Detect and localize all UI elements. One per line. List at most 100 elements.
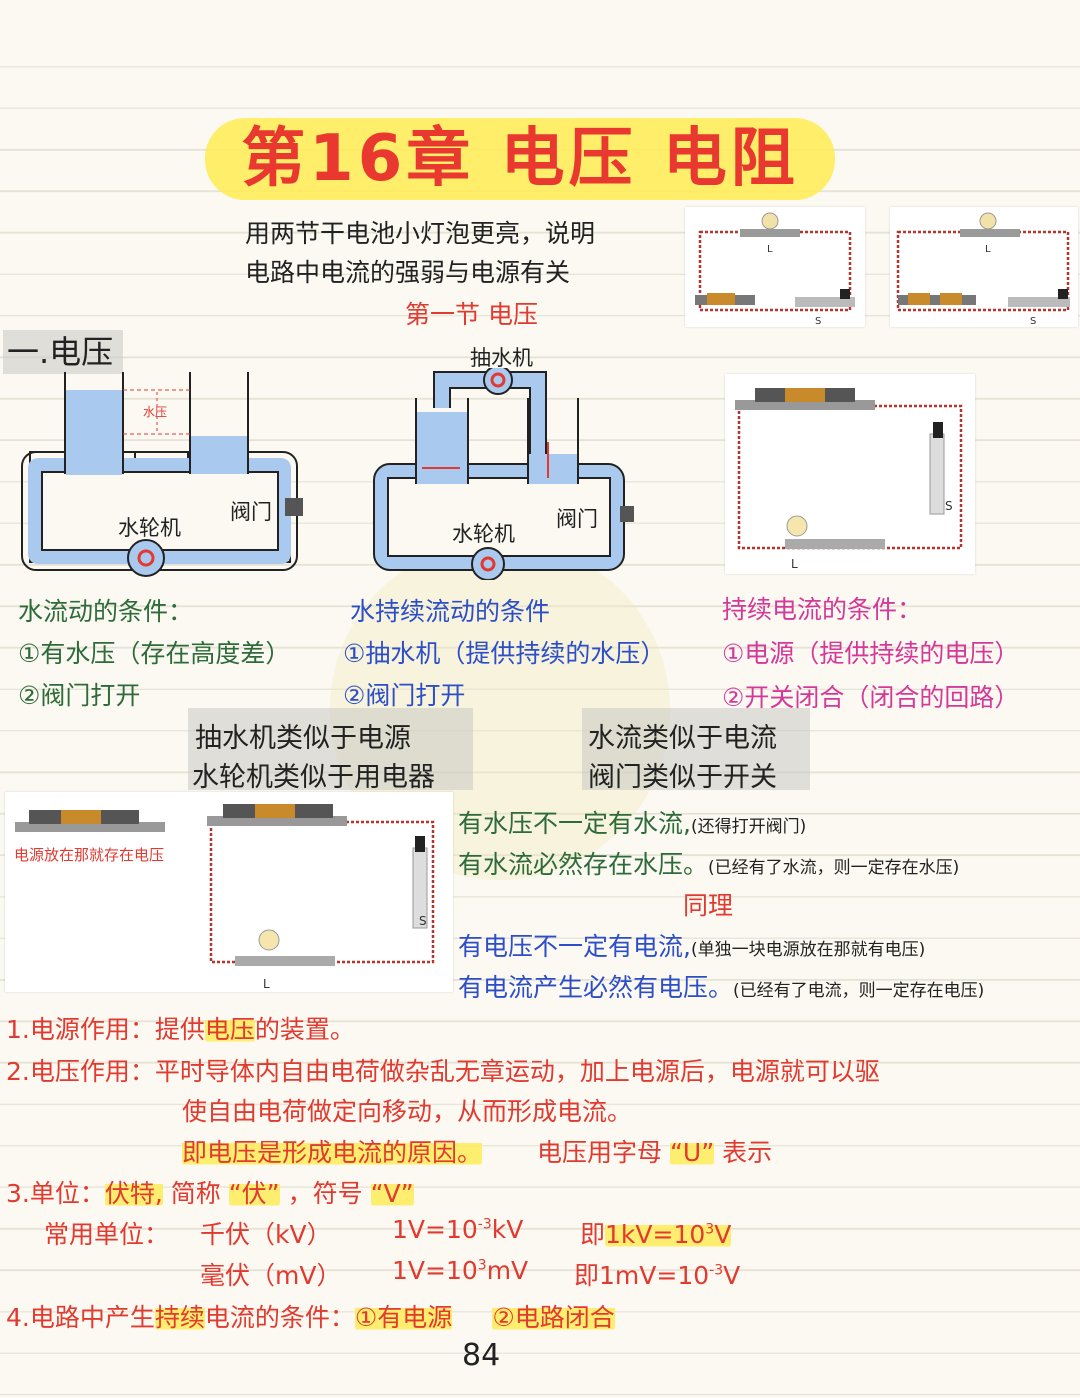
- circuit-photo-switch: S L: [725, 374, 975, 574]
- point-2: 2.电压作用：平时导体内自由电荷做杂乱无章运动，加上电源后，电源就可以驱: [6, 1052, 880, 1088]
- unit-kv-conv-a: 即: [580, 1220, 606, 1249]
- green-condition-item-2: ②阀门打开: [18, 681, 141, 710]
- valve-label-right: 阀门: [556, 507, 598, 531]
- statement-3: 有电压不一定有电流,(单独一块电源放在那就有电压): [458, 927, 925, 963]
- point-3-d: ，符号: [287, 1179, 363, 1208]
- analogy-box-right: [582, 708, 810, 790]
- switch-label: S: [815, 316, 821, 327]
- unit-kv-equation: 1V=10-3kV: [392, 1215, 523, 1244]
- valve-label-left: 阀门: [230, 500, 272, 524]
- unit-mv-eq-exp: 3: [477, 1257, 487, 1274]
- pink-condition-item-2: ②开关闭合（闭合的回路）: [722, 683, 1020, 712]
- point-4-a: 持续: [154, 1303, 205, 1332]
- point-2-f: 表示: [722, 1138, 773, 1167]
- unit-kv-eq-a: 1V=10: [392, 1215, 478, 1244]
- unit-kv-conversion: 即1kV=103V: [580, 1215, 732, 1251]
- point-4-b: 电流的条件：: [204, 1303, 355, 1332]
- statement-2-main: 有水流必然存在水压。: [458, 850, 709, 879]
- unit-mv-conv-a: 即: [574, 1261, 600, 1290]
- switch-label: S: [1030, 316, 1036, 327]
- unit-mv-conv-c: V: [723, 1261, 741, 1290]
- point-4-c: ①有电源: [354, 1303, 453, 1332]
- switch-label: S: [945, 499, 953, 513]
- point-2-c: 即电压是形成电流的原因。: [182, 1138, 483, 1167]
- point-2-e: “U”: [669, 1138, 715, 1167]
- unit-mv-conv-b: 1mV=10: [599, 1261, 710, 1290]
- chapter-title: 第16章 电压 电阻: [205, 118, 835, 200]
- statement-2: 有水流必然存在水压。(已经有了水流，则一定存在水压): [458, 845, 959, 881]
- point-3-c: “伏”: [228, 1179, 280, 1208]
- blue-condition-item-1: ①抽水机（提供持续的水压）: [343, 639, 666, 668]
- pump-label: 抽水机: [470, 346, 533, 370]
- point-3-e: “V”: [370, 1179, 414, 1208]
- unit-kv-eq-b: kV: [491, 1215, 524, 1244]
- unit-mv-eq-a: 1V=10: [392, 1256, 478, 1285]
- statement-2-note: (已经有了水流，则一定存在水压): [708, 858, 960, 878]
- statement-3-main: 有电压不一定有电流,: [458, 932, 691, 961]
- blue-condition-title: 水持续流动的条件: [350, 597, 551, 626]
- point-4-label: 4.电路中产生: [6, 1303, 155, 1332]
- analogy-box-left: [188, 708, 473, 790]
- point-2-label: 2.电压作用：: [6, 1057, 155, 1086]
- lamp-label: L: [985, 244, 991, 255]
- circuit-photo-one-battery: L S: [685, 207, 865, 327]
- statement-1: 有水压不一定有水流,(还得打开阀门): [458, 804, 806, 840]
- statement-4-main: 有电流产生必然有电压。: [458, 973, 734, 1002]
- pink-condition-item-1: ①电源（提供持续的电压）: [722, 639, 1020, 668]
- circuit-photo-two-batteries: L S: [890, 207, 1078, 327]
- point-3-b: 简称: [170, 1179, 221, 1208]
- statement-4-note: (已经有了电流，则一定存在电压): [733, 981, 985, 1001]
- green-condition-title: 水流动的条件：: [18, 597, 194, 626]
- water-pressure-label: 水压: [143, 405, 167, 419]
- intro-line-1: 用两节干电池小灯泡更亮，说明: [245, 219, 596, 248]
- unit-kv-conv-c: V: [714, 1220, 732, 1249]
- point-1-c: 的装置。: [254, 1015, 355, 1044]
- analogy-pump: 抽水机类似于电源: [195, 723, 411, 754]
- point-4-d: ②电路闭合: [492, 1303, 615, 1332]
- units-label: 常用单位：: [44, 1220, 170, 1249]
- lamp-label: L: [791, 557, 798, 571]
- green-condition-item-1: ①有水压（存在高度差）: [18, 639, 291, 668]
- intro-line-2: 电路中电流的强弱与电源有关: [245, 258, 571, 287]
- lamp-label: L: [263, 977, 270, 991]
- point-4: 4.电路中产生持续电流的条件：①有电源 ②电路闭合: [6, 1298, 615, 1334]
- statement-4: 有电流产生必然有电压。(已经有了电流，则一定存在电压): [458, 968, 984, 1004]
- analogy-turbine: 水轮机类似于用电器: [192, 762, 435, 793]
- point-2-d: 电压用字母: [537, 1138, 663, 1167]
- statement-3-note: (单独一块电源放在那就有电压): [690, 940, 926, 960]
- point-1-a: 提供: [154, 1015, 205, 1044]
- unit-kv-conv-highlight: 1kV=103V: [605, 1220, 732, 1249]
- turbine-label-right: 水轮机: [452, 522, 515, 546]
- unit-kv-eq-exp: -3: [477, 1216, 492, 1233]
- analogy-waterflow: 水流类似于电流: [588, 723, 777, 754]
- point-1-label: 1.电源作用：: [6, 1015, 155, 1044]
- pink-condition-title: 持续电流的条件：: [722, 595, 923, 624]
- circuit-photo-open: S L: [5, 792, 453, 992]
- switch-label: S: [419, 914, 427, 928]
- point-1: 1.电源作用：提供电压的装置。: [6, 1010, 355, 1046]
- point-2-a: 平时导体内自由电荷做杂乱无章运动，加上电源后，电源就可以驱: [154, 1057, 880, 1086]
- page-number: 84: [462, 1338, 501, 1373]
- statement-1-main: 有水压不一定有水流,: [458, 809, 691, 838]
- turbine-label-left: 水轮机: [118, 516, 181, 540]
- statement-1-note: (还得打开阀门): [690, 817, 807, 837]
- point-3-a: 伏特,: [104, 1179, 163, 1208]
- unit-kv: 千伏（kV）: [200, 1220, 332, 1249]
- unit-mv: 毫伏（mV）: [200, 1261, 342, 1290]
- unit-mv-conversion: 即1mV=10-3V: [574, 1256, 740, 1292]
- point-3-label: 3.单位：: [6, 1179, 105, 1208]
- section-title: 第一节 电压: [405, 300, 538, 329]
- heading-voltage: 一.电压: [3, 330, 124, 374]
- same-reasoning: 同理: [683, 891, 734, 920]
- unit-mv-eq-b: mV: [486, 1256, 529, 1285]
- point-3: 3.单位：伏特, 简称 “伏” ，符号 “V”: [6, 1174, 414, 1210]
- pump-diagram: [370, 365, 640, 581]
- lamp-label: L: [767, 244, 773, 255]
- point-1-b: 电压: [204, 1015, 255, 1044]
- unit-kv-conv-exp: 3: [705, 1221, 715, 1238]
- unit-mv-conv-exp: -3: [709, 1262, 724, 1279]
- unit-mv-equation: 1V=103mV: [392, 1256, 528, 1285]
- photo-caption: 电源放在那就存在电压: [14, 846, 165, 864]
- point-2-b: 使自由电荷做定向移动，从而形成电流。: [182, 1097, 633, 1126]
- analogy-valve: 阀门类似于开关: [588, 762, 777, 793]
